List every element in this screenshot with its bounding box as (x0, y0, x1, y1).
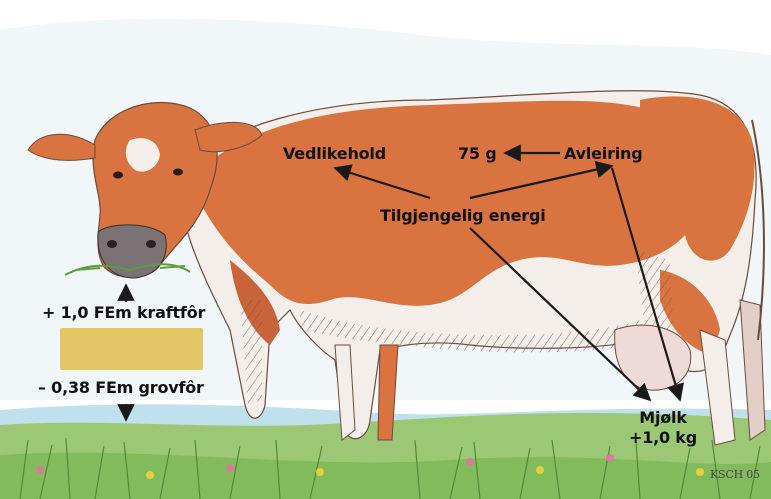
eye-left (113, 172, 123, 179)
nostril-right (146, 240, 156, 248)
feed-swatch (60, 328, 203, 370)
nostril-left (107, 240, 117, 248)
artist-signature: KSCH 05 (710, 468, 760, 481)
label-roughage: – 0,38 FEm grovfôr (38, 378, 204, 397)
label-milk: Mjølk +1,0 kg (618, 408, 708, 448)
label-available-energy: Tilgjengelig energi (380, 206, 545, 225)
label-maintenance: Vedlikehold (283, 144, 386, 163)
label-deposition: Avleiring (564, 144, 642, 163)
label-concentrate: + 1,0 FEm kraftfôr (42, 303, 205, 322)
label-milk-line2: +1,0 kg (618, 428, 708, 448)
label-milk-line1: Mjølk (618, 408, 708, 428)
eye-right (173, 169, 183, 176)
label-75g: 75 g (458, 144, 497, 163)
